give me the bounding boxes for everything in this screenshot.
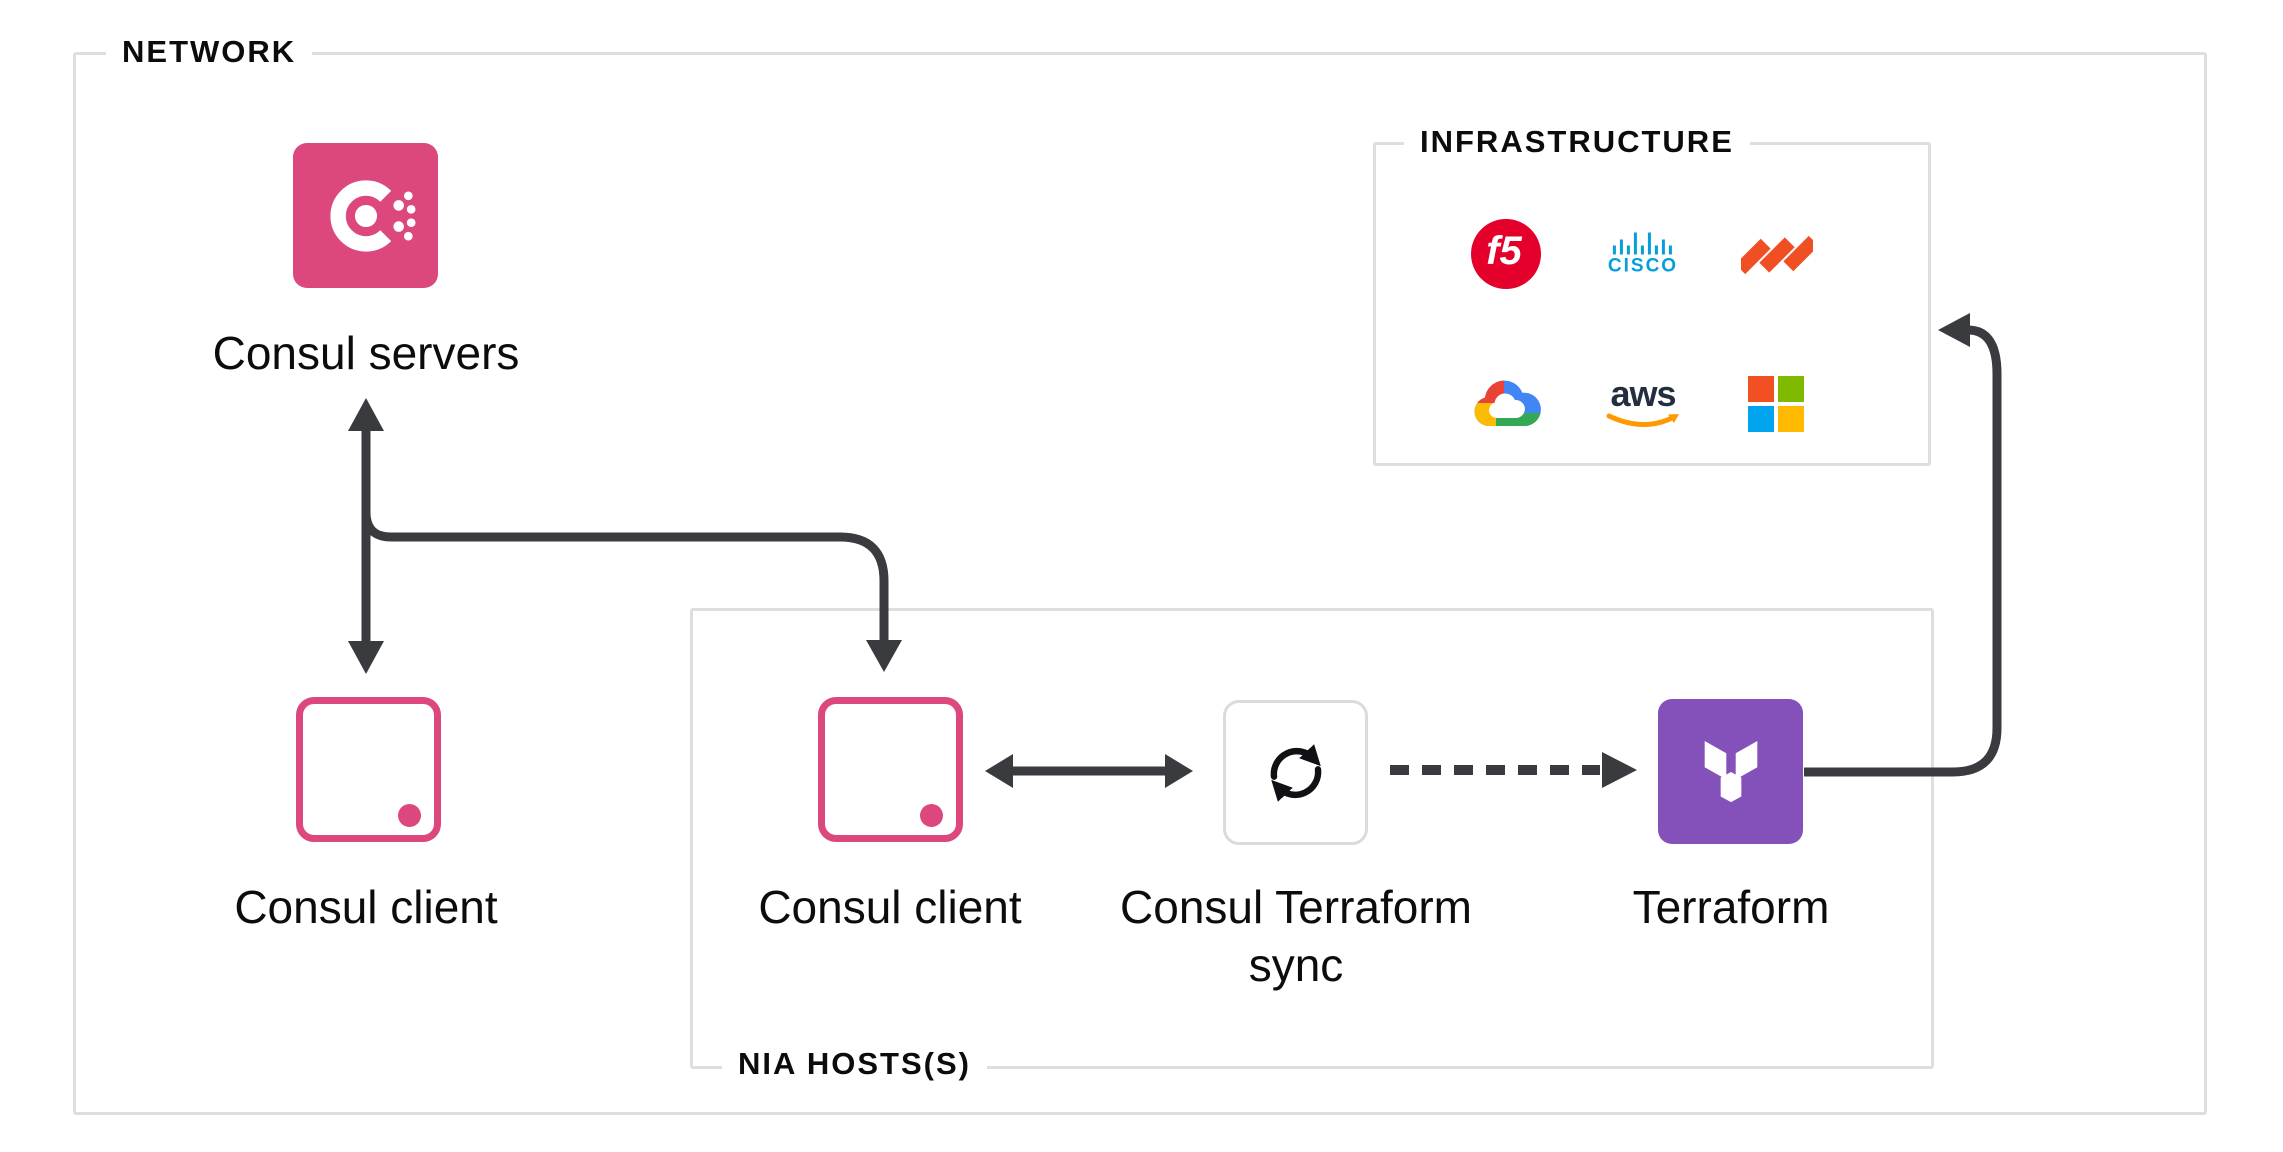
consul-client-left-node [296, 697, 441, 842]
microsoft-square-yellow [1778, 406, 1804, 432]
consul-servers-node [293, 143, 438, 288]
sync-label-line1: Consul Terraform [1120, 881, 1472, 933]
edge-servers-client-left [348, 398, 384, 674]
palo-alto-stripes-icon [1741, 235, 1813, 275]
cisco-wordmark: cisco [1607, 255, 1679, 277]
edge-servers-client-nia [361, 511, 902, 672]
consul-logo-icon [329, 179, 416, 252]
consul-client-nia-node [818, 697, 963, 842]
nia-hosts-box [690, 608, 1934, 1069]
microsoft-logo-icon [1748, 376, 1804, 432]
google-cloud-icon [1474, 380, 1541, 426]
edge-terraform-infrastructure [1804, 313, 2002, 777]
google-cloud-logo-icon [1467, 377, 1545, 431]
cisco-bars-icon [1613, 232, 1672, 255]
infrastructure-label: INFRASTRUCTURE [1404, 124, 1750, 160]
aws-smile-icon [1606, 413, 1679, 428]
terraform-icon [1658, 699, 1803, 844]
consul-client-icon [818, 697, 963, 842]
consul-client-icon [296, 697, 441, 842]
edge-sync-terraform [1390, 752, 1637, 788]
consul-client-nia-label: Consul client [758, 881, 1022, 933]
microsoft-square-blue [1748, 406, 1774, 432]
sync-label-line2: sync [1248, 939, 1344, 992]
consul-servers-icon [293, 143, 438, 288]
aws-wordmark: aws [1610, 373, 1676, 414]
cisco-logo-icon: cisco [1608, 231, 1678, 276]
consul-servers-label: Consul servers [212, 327, 520, 379]
network-label: NETWORK [106, 34, 313, 70]
terraform-node [1658, 699, 1803, 844]
network-boundary-box [73, 52, 2207, 1115]
microsoft-square-green [1778, 376, 1804, 402]
f5-logo-icon: f5 [1471, 219, 1541, 289]
edge-client-sync [985, 754, 1193, 788]
palo-alto-networks-logo-icon [1741, 221, 1813, 289]
consul-terraform-sync-node [1223, 700, 1368, 845]
nia-hosts-label: NIA HOSTS(S) [722, 1046, 987, 1082]
consul-client-dot-icon [398, 804, 421, 827]
sync-box [1223, 700, 1368, 845]
consul-terraform-sync-label: Consul Terraform sync [1120, 878, 1472, 995]
terraform-logo-icon [1704, 740, 1757, 802]
terraform-label: Terraform [1632, 881, 1830, 933]
consul-client-left-label: Consul client [234, 881, 498, 933]
sync-icon [1270, 743, 1321, 802]
aws-logo-icon: aws [1606, 376, 1680, 430]
consul-client-dot-icon [920, 804, 943, 827]
f5-wordmark: f5 [1486, 229, 1522, 273]
microsoft-square-red [1748, 376, 1774, 402]
